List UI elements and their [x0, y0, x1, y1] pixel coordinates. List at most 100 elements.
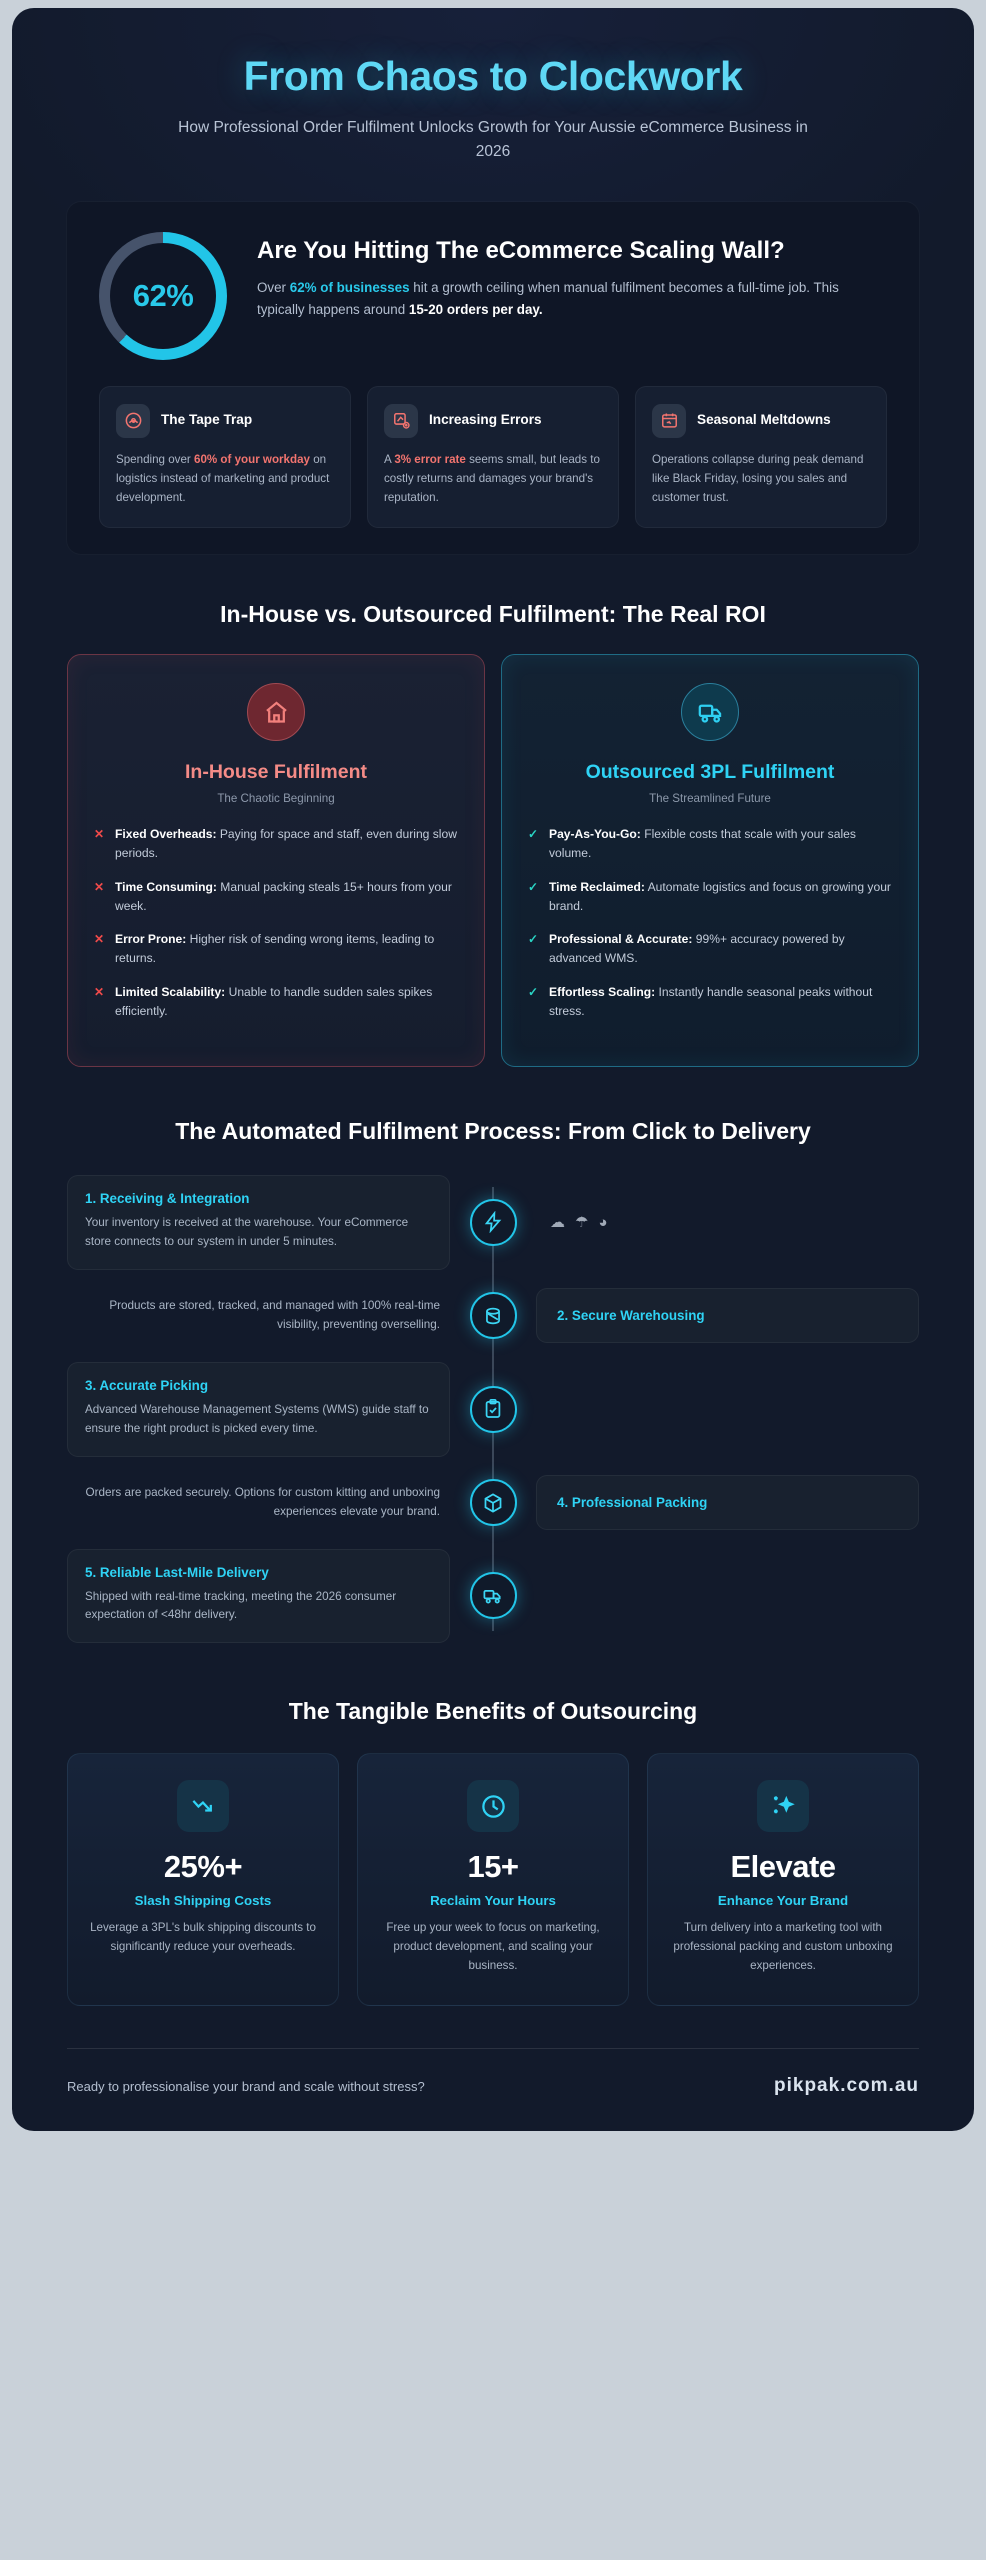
- infographic-canvas: From Chaos to Clockwork How Professional…: [12, 8, 974, 2132]
- problem-text-highlight: 60% of your workday: [194, 452, 310, 466]
- scaling-wall-panel: 62% Are You Hitting The eCommerce Scalin…: [67, 201, 919, 555]
- outsourced-list: ✓ Pay-As-You-Go: Flexible costs that scal…: [528, 825, 892, 1021]
- timeline-right-slot: 2. Secure Warehousing: [536, 1288, 919, 1344]
- timeline-step: 1. Receiving & Integration Your inventor…: [67, 1174, 919, 1270]
- list-item-body: Manual packing steals 15+ hours from you…: [115, 879, 452, 913]
- benefit-card: 25%+ Slash Shipping Costs Leverage a 3PL…: [67, 1753, 339, 2007]
- benefit-value: 25%+: [163, 1849, 243, 1885]
- benefits-row: 25%+ Slash Shipping Costs Leverage a 3PL…: [67, 1753, 919, 2007]
- timeline-left-slot: 1. Receiving & Integration Your inventor…: [67, 1174, 450, 1270]
- list-item-text: Effortless Scaling: Instantly handle sea…: [549, 983, 892, 1021]
- timeline-step: 3. Accurate Picking Advanced Warehouse M…: [67, 1361, 919, 1457]
- problem-text-suffix: Operations collapse during peak demand l…: [652, 452, 864, 504]
- stat-body-prefix: Over: [257, 280, 290, 296]
- problem-card-title: Increasing Errors: [429, 412, 542, 428]
- list-item-label: Error Prone:: [115, 932, 187, 947]
- process-section-title: The Automated Fulfilment Process: From C…: [175, 1117, 811, 1144]
- benefit-value: 15+: [467, 1849, 519, 1885]
- check-icon: ✓: [528, 879, 539, 894]
- problem-card-header: Increasing Errors: [384, 403, 602, 438]
- lightning-bolt-icon: [469, 1198, 517, 1246]
- timeline-node-slot: [450, 1572, 536, 1620]
- list-item: ✕Error Prone: Higher risk of sending wro…: [94, 930, 458, 968]
- list-item-body: Paying for space and staff, even during …: [115, 826, 457, 860]
- in-house-title: In-House Fulfilment: [185, 761, 367, 784]
- timeline-step: 5. Reliable Last-Mile Delivery Shipped w…: [67, 1548, 919, 1644]
- problem-text-highlight: 3% error rate: [394, 452, 466, 466]
- package-error-icon: [384, 403, 418, 438]
- list-item-body: 99%+ accuracy powered by advanced WMS.: [549, 932, 845, 966]
- decorative-glyph-row: ☁ ☂ ◕: [536, 1215, 919, 1230]
- problem-card-text: Operations collapse during peak demand l…: [652, 451, 870, 507]
- stat-body: Over 62% of businesses hit a growth ceil…: [257, 277, 887, 321]
- comparison-row: In-House Fulfilment The Chaotic Beginnin…: [67, 654, 919, 1067]
- timeline-step-title: 3. Accurate Picking: [85, 1377, 209, 1393]
- timeline-step-text: Shipped with real-time tracking, meeting…: [85, 1589, 397, 1622]
- problem-card-title: The Tape Trap: [161, 412, 253, 428]
- list-item-body: Flexible costs that scale with your sale…: [549, 826, 856, 860]
- timeline-step-title: 5. Reliable Last-Mile Delivery: [85, 1564, 269, 1580]
- in-house-card: In-House Fulfilment The Chaotic Beginnin…: [67, 654, 485, 1067]
- timeline-step-card: 4. Professional Packing: [536, 1475, 919, 1531]
- list-item-text: Limited Scalability: Unable to handle su…: [115, 983, 458, 1021]
- list-item: ✓Professional & Accurate: 99%+ accuracy …: [528, 930, 892, 968]
- list-item-label: Time Consuming:: [115, 879, 217, 894]
- list-item: ✕Fixed Overheads: Paying for space and s…: [94, 825, 458, 863]
- clipboard-check-icon: [469, 1385, 517, 1433]
- list-item: ✕Time Consuming: Manual packing steals 1…: [94, 878, 458, 916]
- outsourced-3pl-card: Outsourced 3PL Fulfilment The Streamline…: [501, 654, 919, 1067]
- problem-card: Seasonal Meltdowns Operations collapse d…: [635, 385, 887, 529]
- timeline-right-slot: 4. Professional Packing: [536, 1475, 919, 1531]
- timeline-step-text: Orders are packed securely. Options for …: [85, 1485, 440, 1518]
- problem-text-suffix: on logistics instead of marketing and pr…: [116, 452, 330, 504]
- donut-value-label: 62%: [132, 277, 194, 313]
- list-item-label: Pay-As-You-Go:: [549, 826, 641, 841]
- timeline-step-card: 5. Reliable Last-Mile Delivery Shipped w…: [67, 1548, 450, 1644]
- hero-subtitle: How Professional Order Fulfilment Unlock…: [178, 118, 808, 160]
- database-box-icon: [469, 1292, 517, 1340]
- benefit-label: Enhance Your Brand: [717, 1893, 849, 1909]
- delivery-van-icon: [469, 1572, 517, 1620]
- decorative-glyph: ◕: [598, 1213, 608, 1231]
- benefit-text: Turn delivery into a marketing tool with…: [673, 1921, 893, 1972]
- outsourced-tagline: The Streamlined Future: [649, 791, 771, 805]
- delivery-truck-icon: [681, 683, 739, 742]
- list-item: ✓Time Reclaimed: Automate logistics and …: [528, 878, 892, 916]
- timeline-node-slot: [450, 1479, 536, 1527]
- benefit-card: 15+ Reclaim Your Hours Free up your week…: [357, 1753, 629, 2007]
- timeline-step-description: Products are stored, tracked, and manage…: [67, 1291, 450, 1341]
- timeline-step-text: Advanced Warehouse Management Systems (W…: [85, 1402, 429, 1435]
- benefit-text: Leverage a 3PL's bulk shipping discounts…: [90, 1921, 316, 1953]
- list-item: ✓ Effortless Scaling: Instantly handle se…: [528, 983, 892, 1021]
- check-icon: ✓: [528, 932, 539, 947]
- list-item-body: Higher risk of sending wrong items, lead…: [115, 932, 435, 966]
- timeline-left-slot: Products are stored, tracked, and manage…: [67, 1291, 450, 1341]
- list-item-text: Error Prone: Higher risk of sending wron…: [115, 930, 458, 968]
- benefit-label: Reclaim Your Hours: [430, 1893, 556, 1909]
- page-title: From Chaos to Clockwork: [243, 53, 743, 99]
- footer-brand[interactable]: pikpak.com.au: [774, 2075, 919, 2097]
- timeline-right-slot: ☁ ☂ ◕: [536, 1215, 919, 1230]
- list-item-body: Automate logistics and focus on growing …: [549, 879, 891, 913]
- stat-copy: Are You Hitting The eCommerce Scaling Wa…: [257, 232, 887, 321]
- timeline-left-slot: Orders are packed securely. Options for …: [67, 1478, 450, 1528]
- check-icon: ✓: [528, 985, 539, 1000]
- sparkles-icon: [757, 1780, 809, 1833]
- list-item: ✕Limited Scalability: Unable to handle s…: [94, 983, 458, 1021]
- in-house-tagline: The Chaotic Beginning: [217, 791, 335, 805]
- list-item-label: Limited Scalability:: [115, 985, 226, 1000]
- timeline-step: Orders are packed securely. Options for …: [67, 1457, 919, 1549]
- list-item-text: Pay-As-You-Go: Flexible costs that scale…: [549, 825, 892, 863]
- footer: Ready to professionalise your brand and …: [67, 2048, 919, 2131]
- timeline-step-card: 1. Receiving & Integration Your inventor…: [67, 1174, 450, 1270]
- hero-section: From Chaos to Clockwork How Professional…: [12, 8, 974, 190]
- benefits-section-title: The Tangible Benefits of Outsourcing: [288, 1698, 698, 1725]
- problem-card: The Tape Trap Spending over 60% of your …: [99, 385, 351, 529]
- tape-roll-icon: [116, 403, 150, 438]
- list-item-label: Fixed Overheads:: [115, 826, 217, 841]
- problem-card-header: Seasonal Meltdowns: [652, 403, 870, 438]
- list-item: ✓Pay-As-You-Go: Flexible costs that scal…: [528, 825, 892, 863]
- problem-text-prefix: Spending over: [116, 452, 194, 466]
- timeline-node-slot: [450, 1292, 536, 1340]
- stat-body-highlight: 62% of businesses: [289, 280, 410, 296]
